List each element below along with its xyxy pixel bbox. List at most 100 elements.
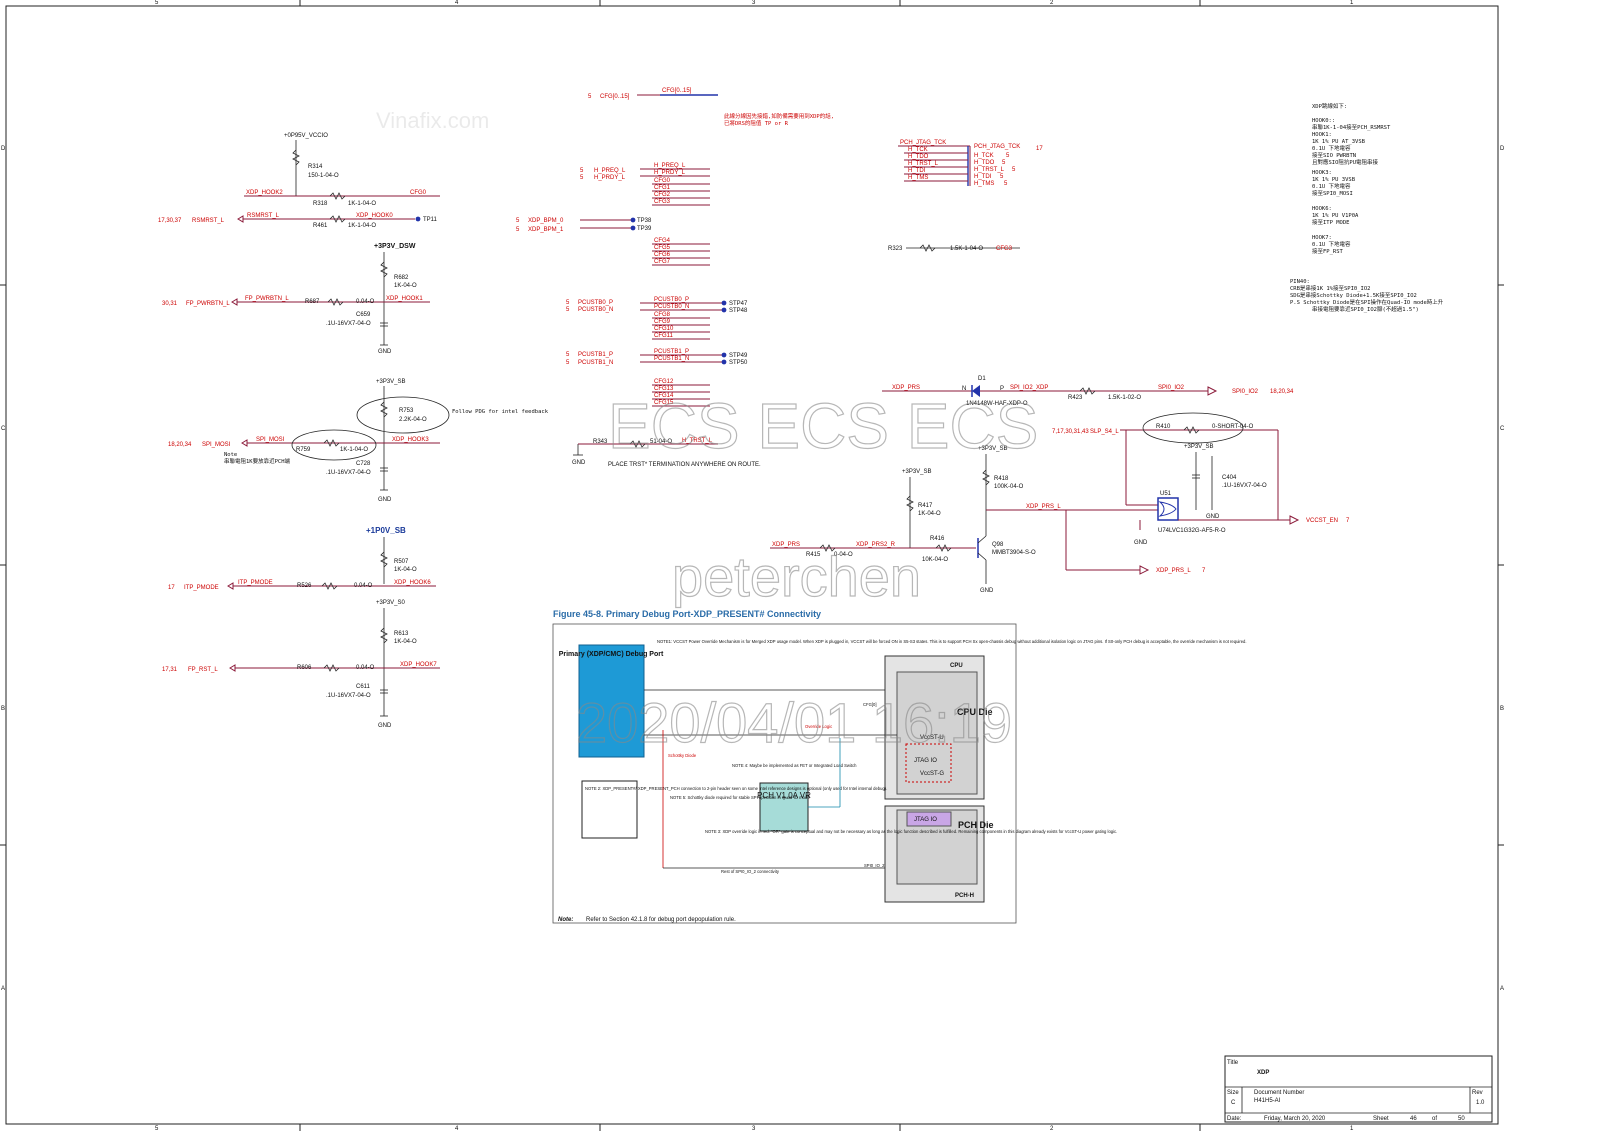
svg-text:PCUSTB0_N: PCUSTB0_N (654, 304, 689, 310)
svg-text:U74LVC1G32G-AF5-R-O: U74LVC1G32G-AF5-R-O (1158, 528, 1226, 534)
svg-text:C404: C404 (1222, 475, 1237, 481)
svg-text:7: 7 (1346, 518, 1350, 524)
border-num-4: 4 (455, 0, 459, 6)
svg-text:0.1U 下地電容: 0.1U 下地電容 (1312, 182, 1351, 190)
border-letter-a-right: A (1500, 986, 1504, 992)
border-num-3: 3 (752, 0, 756, 6)
figure-title: Figure 45-8. Primary Debug Port-XDP_PRES… (553, 609, 821, 619)
svg-text:H_PRDY_L: H_PRDY_L (654, 170, 686, 176)
svg-text:SPI_IO2_XDP: SPI_IO2_XDP (1010, 385, 1048, 391)
svg-text:R461: R461 (313, 223, 328, 229)
svg-text:17: 17 (168, 585, 175, 591)
vccio-rail: +0P95V_VCCIO (284, 133, 328, 139)
svg-text:XDP_HOOK7: XDP_HOOK7 (400, 662, 437, 668)
svg-text:1K-04-O: 1K-04-O (394, 283, 417, 289)
sheet-frame: 5 4 3 2 1 5 4 3 2 1 D C B A D C B A (0, 0, 1505, 1131)
svg-text:Title: Title (1227, 1060, 1239, 1066)
svg-text:2.2K-04-O: 2.2K-04-O (399, 417, 427, 423)
svg-text:JTAG IO: JTAG IO (914, 817, 937, 823)
svg-text:CFG10: CFG10 (654, 326, 674, 332)
svg-text:NOTE 5: Schottky diode require: NOTE 5: Schottky diode required for stab… (670, 795, 810, 800)
svg-text:H_TRST_L: H_TRST_L (974, 167, 1005, 173)
svg-text:HOOK7:: HOOK7: (1312, 235, 1332, 241)
sheet-title: XDP (1257, 1070, 1269, 1076)
svg-text:0.04-O: 0.04-O (356, 299, 375, 305)
svg-text:R343: R343 (593, 439, 608, 445)
left-column: +0P95V_VCCIO R314 150-1-04-O XDP_HOOK2 R… (158, 133, 549, 729)
svg-text:TP39: TP39 (637, 226, 652, 232)
svg-text:150-1-04-O: 150-1-04-O (308, 173, 339, 179)
svg-text:接至SPI0_MOSI: 接至SPI0_MOSI (1312, 189, 1353, 197)
svg-text:XDP_BPM_1: XDP_BPM_1 (528, 227, 564, 233)
svg-text:PCH V1.0A VR: PCH V1.0A VR (757, 791, 811, 800)
border-letter-d-right: D (1500, 146, 1505, 152)
svg-text:R410: R410 (1156, 424, 1171, 430)
svg-text:H_TMS: H_TMS (908, 175, 928, 181)
right-notes: XDP跳線如下: HOOK0:: 串聯1K-1-04接至PCH_RSMRST H… (1290, 102, 1444, 313)
svg-text:5: 5 (1002, 160, 1006, 166)
svg-text:+3P3V_DSW: +3P3V_DSW (374, 243, 416, 250)
svg-text:H_TCK: H_TCK (974, 153, 994, 159)
svg-text:5: 5 (1000, 174, 1004, 180)
svg-text:ITP_PMODE: ITP_PMODE (238, 580, 273, 586)
svg-text:30,31: 30,31 (162, 301, 178, 307)
border-letter-d: D (1, 146, 6, 152)
svg-text:FP_PWRBTN_L: FP_PWRBTN_L (245, 296, 289, 302)
title-block: Title XDP Size C Document Number H41H5-A… (1224, 1055, 1493, 1123)
svg-text:U51: U51 (1160, 491, 1172, 497)
svg-text:R613: R613 (394, 631, 409, 637)
svg-text:XDP_HOOK0: XDP_HOOK0 (356, 213, 393, 219)
svg-text:FP_RST_L: FP_RST_L (188, 667, 218, 673)
border-num-3-bottom: 3 (752, 1126, 756, 1131)
svg-text:18,20,34: 18,20,34 (1270, 389, 1294, 395)
svg-text:CFG15: CFG15 (654, 400, 674, 406)
svg-text:R416: R416 (930, 536, 945, 542)
svg-text:H_TDI: H_TDI (908, 168, 926, 174)
svg-text:R318: R318 (313, 201, 328, 207)
svg-text:PLACE TRST* TERMINATION ANYWHE: PLACE TRST* TERMINATION ANYWHERE ON ROUT… (608, 462, 761, 468)
svg-text:+3P3V_SB: +3P3V_SB (1184, 444, 1214, 450)
svg-text:PCH Die: PCH Die (958, 820, 994, 830)
svg-text:SPI0_IO2: SPI0_IO2 (1158, 385, 1185, 391)
svg-text:C728: C728 (356, 461, 371, 467)
svg-text:RSMRST_L: RSMRST_L (247, 213, 280, 219)
svg-text:R423: R423 (1068, 395, 1083, 401)
svg-text:.1U-16VX7-04-O: .1U-16VX7-04-O (326, 321, 371, 327)
svg-text:H_TDI: H_TDI (974, 174, 992, 180)
svg-text:5: 5 (580, 175, 584, 181)
svg-text:51-04-O: 51-04-O (650, 439, 672, 445)
svg-text:CFG4: CFG4 (654, 238, 671, 244)
svg-text:CFG13: CFG13 (654, 386, 674, 392)
svg-text:1K 1% PU AT_3VSB: 1K 1% PU AT_3VSB (1312, 139, 1366, 145)
svg-text:GND: GND (378, 723, 392, 729)
svg-text:XDP_PRS_L: XDP_PRS_L (1026, 504, 1061, 510)
svg-text:Refer to Section 42.1.8 for de: Refer to Section 42.1.8 for debug port d… (586, 917, 736, 923)
svg-text:C611: C611 (356, 684, 371, 690)
svg-text:CFG8: CFG8 (654, 312, 671, 318)
svg-text:且對應SIO阻抗PU電阻串接: 且對應SIO阻抗PU電阻串接 (1312, 158, 1379, 166)
svg-text:PCUSTB0_N: PCUSTB0_N (578, 307, 613, 313)
svg-text:接至FP_RST: 接至FP_RST (1312, 247, 1344, 255)
svg-text:CPU Die: CPU Die (957, 707, 993, 717)
svg-text:CFG9: CFG9 (654, 319, 671, 325)
svg-text:CFG5: CFG5 (654, 245, 671, 251)
svg-text:CFG6: CFG6 (654, 252, 671, 258)
svg-text:HOOK1:: HOOK1: (1312, 132, 1332, 138)
svg-text:7,17,30,31,43: 7,17,30,31,43 (1052, 429, 1089, 435)
svg-text:5: 5 (1006, 153, 1010, 159)
svg-text:1.5K-1-02-O: 1.5K-1-02-O (1108, 395, 1141, 401)
svg-text:5: 5 (566, 300, 570, 306)
svg-text:R759: R759 (296, 447, 311, 453)
svg-text:0.04-O: 0.04-O (354, 583, 373, 589)
svg-text:17,30,37: 17,30,37 (158, 218, 182, 224)
svg-text:46: 46 (1410, 1116, 1417, 1122)
svg-text:1N4148W-HAF-XDP-O: 1N4148W-HAF-XDP-O (966, 401, 1028, 407)
svg-text:C: C (1231, 1100, 1236, 1106)
svg-text:Sheet: Sheet (1373, 1116, 1389, 1122)
svg-text:Schottky Diode: Schottky Diode (668, 753, 697, 758)
svg-text:接至ITP MODE: 接至ITP MODE (1312, 218, 1350, 226)
watermark-user: peterchen (672, 545, 921, 608)
svg-text:CFG[0..15]: CFG[0..15] (662, 88, 692, 94)
svg-text:PCH_JTAG_TCK: PCH_JTAG_TCK (900, 140, 946, 146)
svg-text:HOOK0::: HOOK0:: (1312, 118, 1335, 124)
